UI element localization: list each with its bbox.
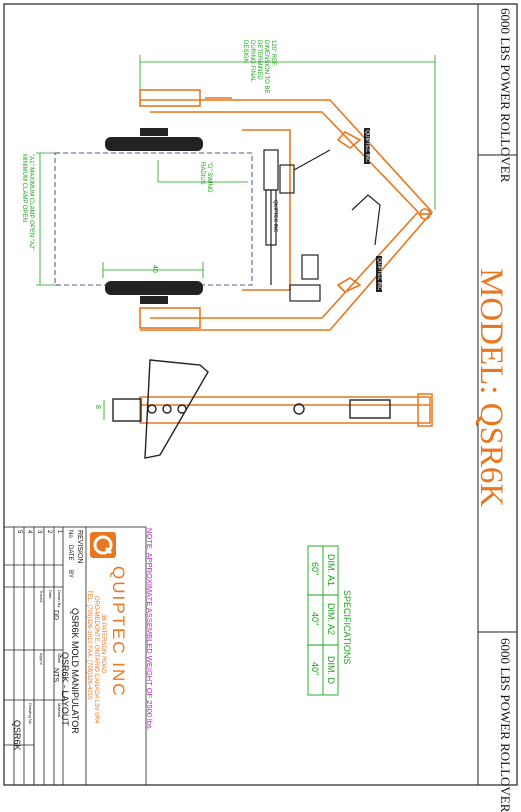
- platens: [105, 128, 203, 304]
- title-block-grid: [3, 526, 147, 786]
- drawn-by-value: DD: [52, 610, 59, 621]
- platen-tag-top: QUIPTEC INC: [364, 128, 370, 165]
- platen-dimension: 40: [151, 265, 158, 273]
- specifications-table: [307, 545, 339, 696]
- rollover-frame-top-view: [139, 89, 434, 331]
- weight-note: NOTE: APPROXIMATE ASSEMBLED WEIGHT OF 25…: [145, 528, 154, 731]
- sheet-border: [3, 3, 518, 786]
- revision-col-by: BY: [67, 570, 73, 579]
- revision-header: REVISION: [76, 530, 83, 564]
- scale-value: NTS: [52, 668, 59, 682]
- company-contact: TEL: (705)326-1010 FAX: (705)326-4010: [86, 590, 92, 700]
- revision-col-no: No: [67, 530, 73, 538]
- traced-label: Traced: [39, 590, 44, 603]
- spec-header-a1: DIM. A1: [326, 554, 336, 587]
- company-address-line2: ORO-MEDONTE, ONTARIO CANADA L3V 0R4: [93, 596, 99, 724]
- drawing-no-value: QSR6K: [12, 720, 22, 751]
- revision-row-2: 2: [46, 530, 52, 534]
- cylinder-tag: QUIPTEC INC: [272, 200, 278, 233]
- spec-value-a1: 60": [310, 562, 320, 576]
- revision-col-date: DATE: [67, 545, 73, 561]
- drawing-title: QSR6K MOLD MANIPULATOR: [70, 608, 80, 734]
- spec-value-a2: 40": [310, 612, 320, 626]
- platen-tag-bottom: QUIPTEC INC: [376, 256, 382, 293]
- revision-row-4: 4: [26, 530, 32, 534]
- scale-label: Scale: [57, 653, 62, 664]
- company-address-line1: 36 PATERSON ROAD: [100, 614, 106, 674]
- revision-row-1: 1: [56, 530, 62, 534]
- hydraulic-cylinder: [263, 149, 381, 302]
- drawing-sheet: 6000 LBS POWER ROLLOVER MODEL: QSR6K 600…: [3, 3, 518, 812]
- spec-header-d: DIM. D: [326, 656, 336, 684]
- quiptec-logo: [90, 532, 116, 558]
- dimension-lines: [36, 55, 436, 420]
- swing-radius-note: "D" SWING RADIUS: [199, 162, 212, 193]
- spec-title: SPECIFICATIONS: [342, 590, 352, 665]
- drawing-no-label: Drawing No.: [28, 703, 33, 726]
- top-banner: 6000 LBS POWER ROLLOVER: [498, 8, 513, 183]
- drawn-by-label: Drawn By: [57, 590, 62, 608]
- spec-value-d: 40": [310, 662, 320, 676]
- ref-dimension-note: 120" REF. DIMENSION TO BE DETERMINED DUR…: [242, 40, 276, 94]
- clamp-note: "A1" MAXIMUM CLAMP OPEN "A2" MINIMUM CLA…: [21, 154, 34, 251]
- drawing-linework: [3, 3, 518, 786]
- revision-row-3: 3: [36, 530, 42, 534]
- side-view-handle: [112, 359, 391, 459]
- date-label: Date: [48, 590, 53, 599]
- side-dimension: 8: [94, 405, 101, 409]
- spec-header-a2: DIM. A2: [326, 603, 336, 636]
- revision-row-5: 5: [16, 530, 22, 534]
- bottom-banner: 6000 LBS POWER ROLLOVER: [498, 638, 513, 812]
- model-title: MODEL: QSR6K: [473, 268, 509, 508]
- company-name: QUIPTEC INC: [109, 566, 128, 698]
- rollover-frame-side-view: [139, 393, 433, 427]
- approved-label: Appr'd: [39, 653, 44, 665]
- material-label: Material: [57, 703, 62, 718]
